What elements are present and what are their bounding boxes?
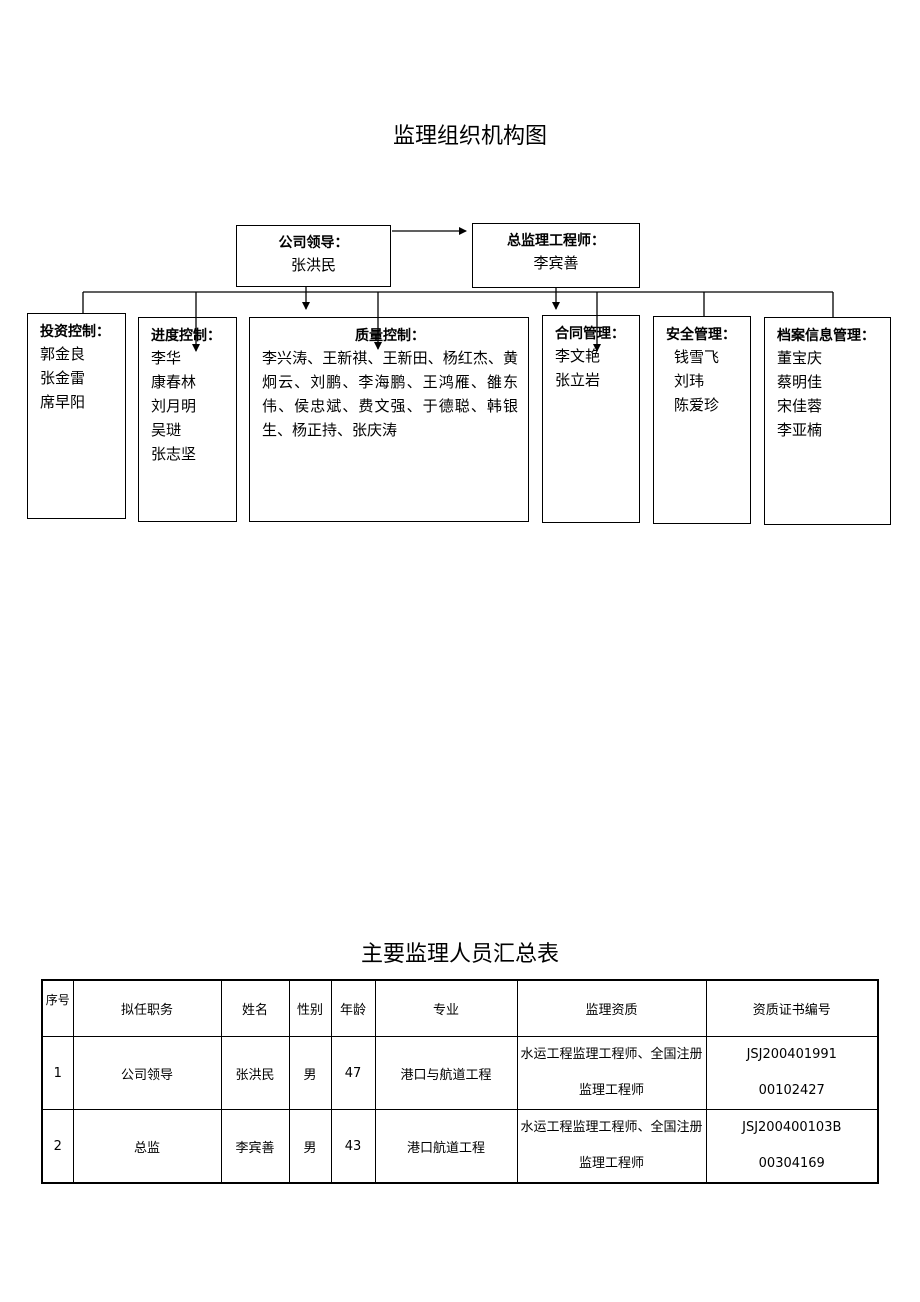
org-chart-title: 监理组织机构图 <box>392 124 547 149</box>
chief-name: 李宾善 <box>533 254 579 272</box>
cell-role: 公司领导 <box>72 1036 222 1110</box>
cell-age: 47 <box>330 1036 376 1110</box>
cell-major: 港口航道工程 <box>374 1109 518 1184</box>
cell-major: 港口与航道工程 <box>374 1036 518 1110</box>
cell-cert: JSJ200400103B 00304169 <box>705 1109 879 1184</box>
dept-title: 档案信息管理： <box>777 328 875 344</box>
dept-member: 张金雷 <box>40 369 86 387</box>
dept-member: 吴琎 <box>151 421 182 439</box>
dept-title: 进度控制： <box>151 328 221 344</box>
dept-title: 安全管理： <box>666 327 736 343</box>
dept-member: 李华 <box>151 349 182 367</box>
table-row: 1 公司领导 张洪民 男 47 港口与航道工程 水运工程监理工程师、全国注册 监… <box>41 1036 879 1110</box>
dept-member: 李亚楠 <box>777 421 823 439</box>
dept-safety-box: 安全管理： 钱雪飞 刘玮 陈爱珍 <box>653 316 751 524</box>
dept-member: 蔡明佳 <box>777 373 823 391</box>
cert-line: JSJ200400103B <box>742 1120 842 1135</box>
dept-member: 张立岩 <box>555 371 601 389</box>
cell-name: 李宾善 <box>220 1109 290 1184</box>
dept-member: 刘玮 <box>674 372 705 390</box>
header-qualification: 监理资质 <box>516 979 707 1037</box>
table-header-row: 序号 拟任职务 姓名 性别 年龄 专业 监理资质 资质证书编号 <box>41 979 879 1037</box>
dept-schedule-box: 进度控制： 李华 康春林 刘月明 吴琎 张志坚 <box>138 317 237 522</box>
chief-title: 总监理工程师： <box>507 233 605 249</box>
cell-seq: 2 <box>41 1109 74 1184</box>
chief-engineer-box: 总监理工程师： 李宾善 <box>472 223 640 288</box>
qual-line: 监理工程师 <box>578 1083 644 1098</box>
cell-role: 总监 <box>72 1109 222 1184</box>
table-row: 2 总监 李宾善 男 43 港口航道工程 水运工程监理工程师、全国注册 监理工程… <box>41 1109 879 1184</box>
header-cert-no: 资质证书编号 <box>705 979 879 1037</box>
cert-line: JSJ200401991 <box>746 1047 837 1062</box>
leader-name: 张洪民 <box>290 256 336 274</box>
cell-cert: JSJ200401991 00102427 <box>705 1036 879 1110</box>
dept-member: 康春林 <box>151 373 197 391</box>
qual-line: 水运工程监理工程师、全国注册 <box>520 1120 703 1135</box>
dept-member: 席早阳 <box>40 393 86 411</box>
dept-title: 质量控制： <box>355 328 425 344</box>
company-leader-box: 公司领导： 张洪民 <box>236 225 391 287</box>
dept-member: 董宝庆 <box>777 349 823 367</box>
cell-gender: 男 <box>288 1036 332 1110</box>
header-role: 拟任职务 <box>72 979 222 1037</box>
cell-qualification: 水运工程监理工程师、全国注册 监理工程师 <box>516 1109 707 1184</box>
cell-qualification: 水运工程监理工程师、全国注册 监理工程师 <box>516 1036 707 1110</box>
dept-member: 刘月明 <box>151 397 197 415</box>
dept-member: 陈爱珍 <box>674 396 720 414</box>
staff-summary-table: 序号 拟任职务 姓名 性别 年龄 专业 监理资质 资质证书编号 1 公司领导 张… <box>41 979 879 1184</box>
cell-age: 43 <box>330 1109 376 1184</box>
header-gender: 性别 <box>288 979 332 1037</box>
qual-line: 监理工程师 <box>578 1156 644 1171</box>
org-connectors <box>82 227 834 352</box>
dept-archive-box: 档案信息管理： 董宝庆 蔡明佳 宋佳蓉 李亚楠 <box>764 317 891 525</box>
dept-investment-box: 投资控制： 郭金良 张金雷 席早阳 <box>27 313 126 519</box>
cell-gender: 男 <box>288 1109 332 1184</box>
dept-member: 钱雪飞 <box>674 348 720 366</box>
header-age: 年龄 <box>330 979 376 1037</box>
cert-line: 00102427 <box>758 1083 825 1098</box>
dept-members-text: 李兴涛、王新祺、王新田、杨红杰、黄炯云、刘鹏、李海鹏、王鸿雁、雒东伟、侯忠斌、费… <box>262 349 518 439</box>
dept-member: 李文艳 <box>555 347 601 365</box>
header-name: 姓名 <box>220 979 290 1037</box>
dept-member: 张志坚 <box>151 445 197 463</box>
header-seq: 序号 <box>41 979 74 1037</box>
dept-member: 宋佳蓉 <box>777 397 823 415</box>
dept-title: 合同管理： <box>555 326 625 342</box>
dept-quality-box: 质量控制： 李兴涛、王新祺、王新田、杨红杰、黄炯云、刘鹏、李海鹏、王鸿雁、雒东伟… <box>249 317 529 522</box>
qual-line: 水运工程监理工程师、全国注册 <box>520 1047 703 1062</box>
leader-title: 公司领导： <box>278 235 349 251</box>
header-major: 专业 <box>374 979 518 1037</box>
cell-seq: 1 <box>41 1036 74 1110</box>
cell-name: 张洪民 <box>220 1036 290 1110</box>
table-title: 主要监理人员汇总表 <box>360 942 559 967</box>
cert-line: 00304169 <box>758 1156 825 1171</box>
dept-contract-box: 合同管理： 李文艳 张立岩 <box>542 315 640 523</box>
dept-title: 投资控制： <box>40 324 110 340</box>
dept-member: 郭金良 <box>40 345 86 363</box>
